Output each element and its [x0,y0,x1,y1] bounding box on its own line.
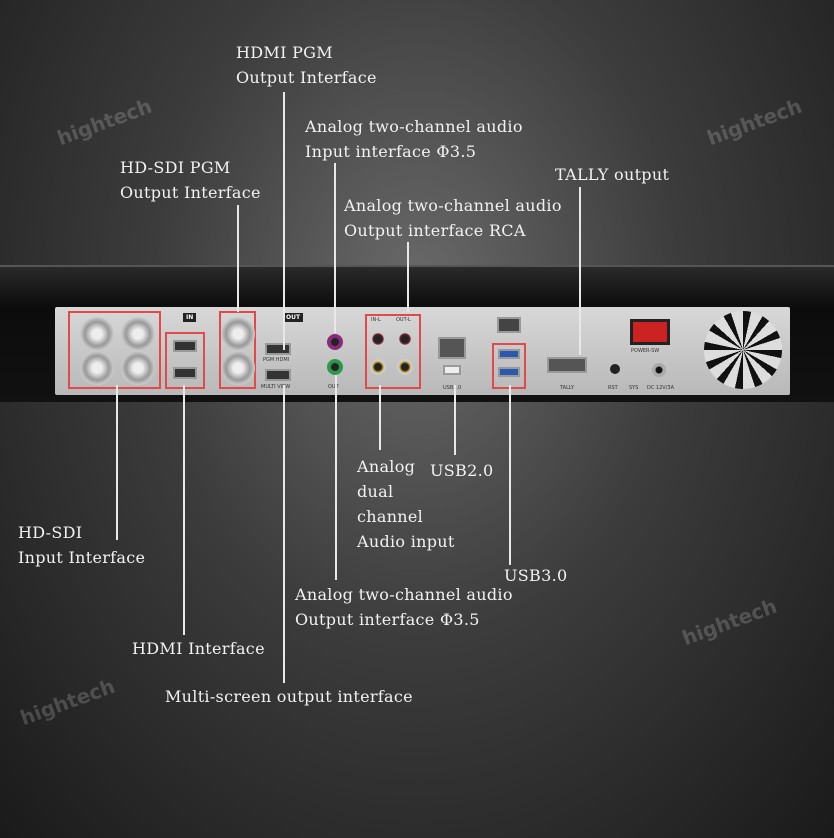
power-label: POWER-SW [631,348,660,354]
hdmi-port [173,367,197,379]
hdmi-in-highlight [165,332,205,389]
bnc-port [221,351,255,385]
usb2-port [443,365,461,375]
multi-view-port [265,369,291,381]
rst-label: RST [608,385,618,391]
leader-line [183,385,185,635]
ethernet-port [438,337,466,359]
rca-jack [397,331,413,347]
rca-jack [397,359,413,375]
device-rear-panel: IN OUT PGM HDMI MULTI VIEW OUT IN-L OUT-… [0,265,834,402]
bnc-port [80,317,114,351]
label-hdsdi-pgm: HD-SDI PGM Output Interface [120,158,261,202]
sdi-in-highlight [68,311,161,389]
pgm-hdmi-port [265,343,291,355]
audio-in-jack [327,334,343,350]
tally-port [547,357,587,373]
rca-highlight [365,314,421,389]
out-tag: OUT [283,313,304,322]
fan-icon [704,311,782,389]
label-hdmi: HDMI Interface [132,639,265,658]
in-l-label: IN-L [371,317,381,323]
multi-view-label: MULTI VIEW [261,384,291,390]
panel: IN OUT PGM HDMI MULTI VIEW OUT IN-L OUT-… [55,307,790,395]
watermark: hightech [16,673,118,731]
dc-label: DC 12V/3A [647,385,674,391]
label-usb2: USB2.0 [430,461,494,480]
label-multiscreen: Multi-screen output interface [165,687,413,706]
sys-label: SYS [629,385,639,391]
watermark: hightech [678,593,780,651]
out-l-label: OUT-L [396,317,411,323]
reset-button [610,364,620,374]
dc-power-jack [652,363,666,377]
power-switch [630,319,670,345]
leader-line [116,385,118,540]
usb2-label: USB2.0 [443,385,462,391]
bnc-port [121,351,155,385]
label-tally: TALLY output [555,165,670,184]
label-analog-out-35: Analog two-channel audio Output interfac… [295,585,513,629]
leader-line [283,92,285,350]
label-usb3: USB3.0 [504,566,568,585]
label-hdsdi-in: HD-SDI Input Interface [18,523,146,567]
bnc-port [221,317,255,351]
label-analog-in-35: Analog two-channel audio Input interface… [305,117,523,161]
leader-line [237,205,239,312]
leader-line [579,187,581,355]
leader-line [335,375,337,580]
leader-line [509,385,511,565]
bnc-port [80,351,114,385]
leader-line [454,385,456,455]
leader-line [379,385,381,450]
tally-label: TALLY [560,385,575,391]
rca-jack [370,359,386,375]
leader-line [334,163,336,333]
hdmi-port [173,340,197,352]
sdi-pgm-highlight [219,311,256,389]
audio-out-jack [327,359,343,375]
bnc-port [121,317,155,351]
watermark: hightech [703,93,805,151]
ethernet-port [497,317,521,333]
rca-jack [370,331,386,347]
label-hdmi-pgm: HDMI PGM Output Interface [236,43,377,87]
leader-line [407,242,409,312]
in-tag: IN [183,313,197,322]
label-analog-dual-in: Analog dual channel Audio input [357,457,455,551]
label-analog-out-rca: Analog two-channel audio Output interfac… [344,196,562,240]
pgm-hdmi-label: PGM HDMI [263,357,290,363]
leader-line [283,385,285,683]
usb3-port [498,349,520,359]
watermark: hightech [53,93,155,151]
out-jack-label: OUT [328,384,339,390]
usb3-port [498,367,520,377]
